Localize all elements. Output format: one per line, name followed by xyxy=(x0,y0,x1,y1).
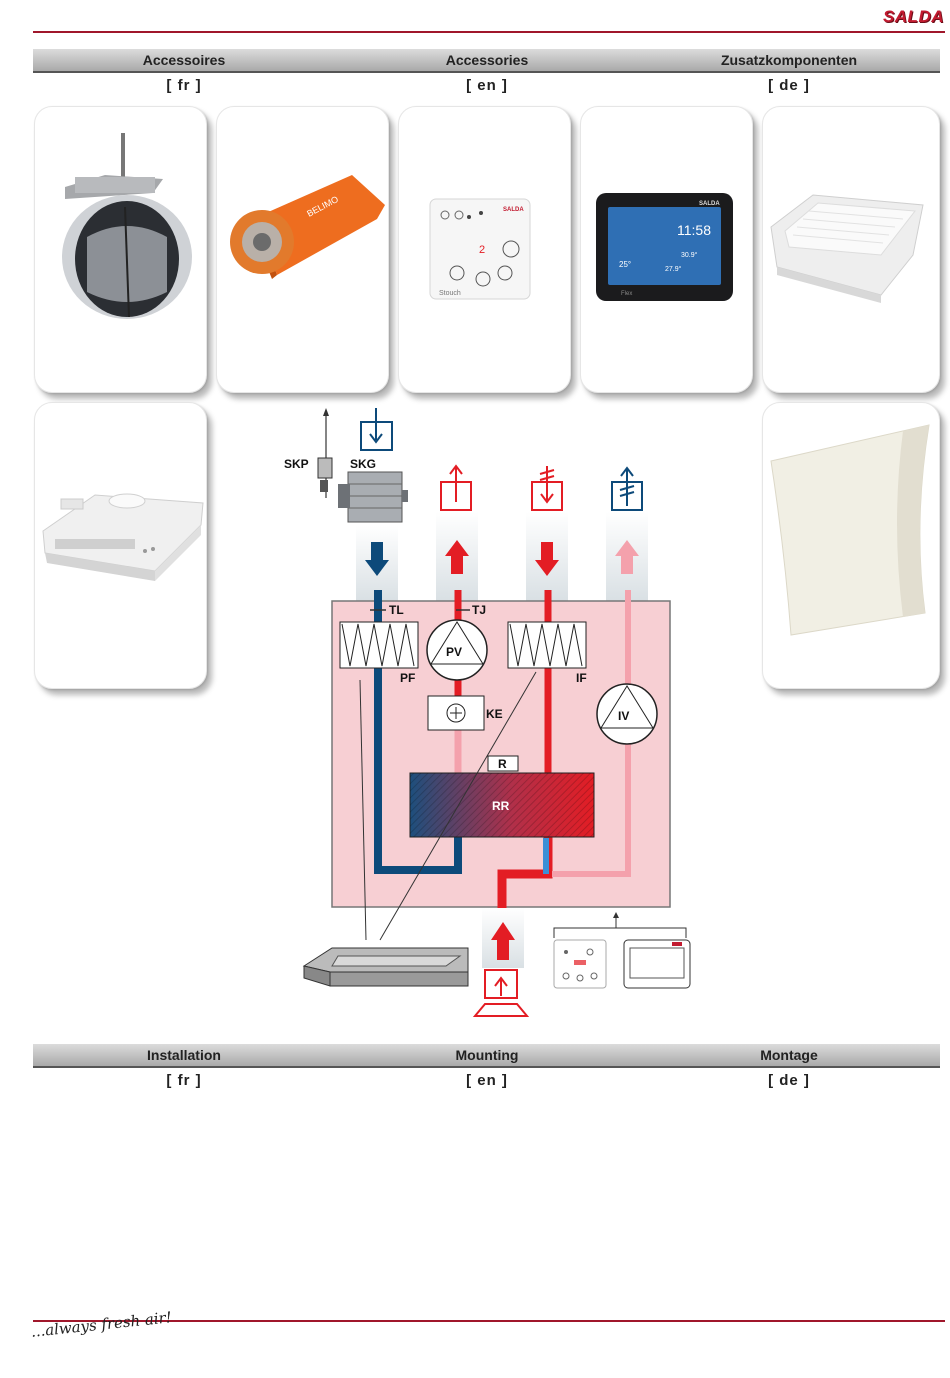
touch-panel-name: Flex xyxy=(621,291,632,297)
product-card-touch-panel: SALDA 11:58 30.9° 25° 27.9° Flex xyxy=(580,106,753,393)
installation-header-bar: Installation Mounting Montage xyxy=(33,1044,940,1068)
spare-filter-icon xyxy=(304,948,468,986)
installation-lang-en: [ en ] xyxy=(466,1072,508,1089)
accessories-header-bar: Accessoires Accessories Zusatzkomponente… xyxy=(33,49,940,73)
control-panel-touch-icon xyxy=(624,940,690,988)
stouch-panel-brand: SALDA xyxy=(503,207,524,213)
accessories-lang-de: [ de ] xyxy=(768,77,810,94)
label-r: R xyxy=(498,757,507,771)
touch-panel-temp-b: 27.9° xyxy=(665,265,682,273)
extract-grille-icon xyxy=(612,468,642,510)
exhaust-outlet-icon xyxy=(441,466,471,510)
product-card-actuator: BELIMO xyxy=(216,106,389,393)
label-rr: RR xyxy=(492,799,510,813)
product-card-kitchen-hood xyxy=(34,402,207,689)
stouch-panel-display: 2 xyxy=(479,244,485,256)
touch-panel-temp-a: 30.9° xyxy=(681,251,698,259)
installation-title-de: Montage xyxy=(760,1047,818,1063)
installation-title-fr: Installation xyxy=(147,1047,221,1063)
accessories-title-de: Zusatzkomponenten xyxy=(721,52,857,68)
touch-panel-time: 11:58 xyxy=(677,222,711,238)
kitchen-hood-image xyxy=(35,403,206,688)
damper-image xyxy=(35,107,206,392)
label-skp: SKP xyxy=(284,457,309,471)
accessories-lang-en: [ en ] xyxy=(466,77,508,94)
damper-actuator-icon xyxy=(338,472,408,522)
installation-lang-fr: [ fr ] xyxy=(166,1072,201,1089)
product-card-filter xyxy=(762,106,940,393)
accessories-title-en: Accessories xyxy=(446,52,529,68)
top-rule xyxy=(33,31,945,33)
stouch-panel-name: Stouch xyxy=(439,290,461,297)
label-iv: IV xyxy=(618,709,629,723)
fresh-air-intake-icon xyxy=(361,408,392,450)
brand-logo: SALDA xyxy=(883,7,944,27)
outdoor-intake-hood-icon xyxy=(475,970,527,1016)
actuator-image: BELIMO xyxy=(217,107,388,392)
touch-panel-temp-c: 25° xyxy=(619,260,631,269)
supply-filter-if xyxy=(508,622,586,668)
touch-panel-image: SALDA 11:58 30.9° 25° 27.9° Flex xyxy=(581,107,752,392)
accessories-title-fr: Accessoires xyxy=(143,52,226,68)
product-card-damper xyxy=(34,106,207,393)
label-tl: TL xyxy=(389,603,404,617)
accessories-lang-fr: [ fr ] xyxy=(166,77,201,94)
label-ke: KE xyxy=(486,707,503,721)
label-tj: TJ xyxy=(472,603,486,617)
installation-lang-de: [ de ] xyxy=(768,1072,810,1089)
installation-title-en: Mounting xyxy=(456,1047,519,1063)
footer-slogan: ...always fresh air! xyxy=(30,1308,173,1341)
product-card-stouch-panel: SALDA 2 Stouch xyxy=(398,106,571,393)
control-panel-stouch-icon xyxy=(554,940,606,988)
label-skg: SKG xyxy=(350,457,376,471)
cover-panel-image xyxy=(763,403,939,688)
filter-image xyxy=(763,107,939,392)
touch-panel-brand: SALDA xyxy=(699,201,720,207)
stouch-panel-image: SALDA 2 Stouch xyxy=(399,107,570,392)
exhaust-filter-pf xyxy=(340,622,418,668)
product-card-cover-panel xyxy=(762,402,940,689)
label-pf: PF xyxy=(400,671,415,685)
label-if: IF xyxy=(576,671,587,685)
supply-diffuser-icon xyxy=(532,466,562,510)
label-pv: PV xyxy=(446,645,462,659)
ventilation-diagram: SKP SKG TL TJ PF PV IF xyxy=(270,400,710,1030)
